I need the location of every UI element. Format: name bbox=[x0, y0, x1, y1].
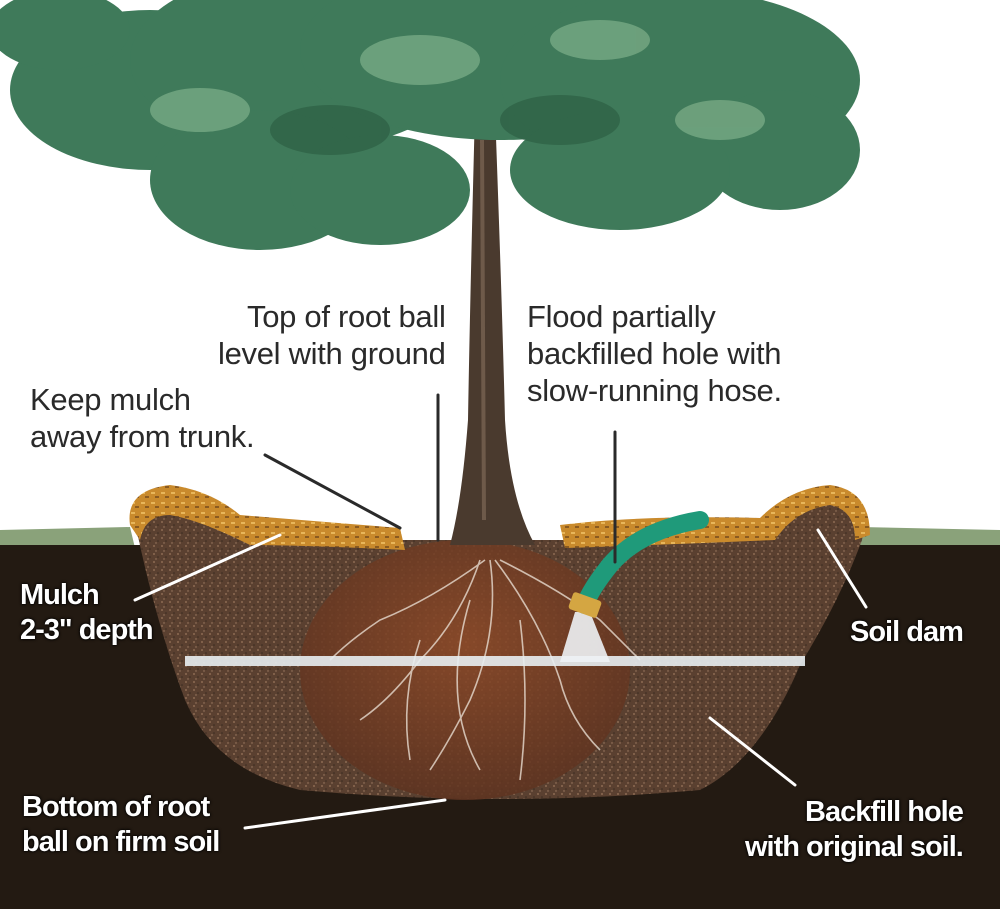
water-line bbox=[185, 656, 805, 666]
label-bottom-root-ball: Bottom of root ball on firm soil bbox=[22, 791, 220, 858]
label-flood: Flood partially backfilled hole with slo… bbox=[527, 299, 782, 409]
label-backfill: Backfill hole with original soil. bbox=[745, 796, 964, 863]
leader-keep-mulch bbox=[263, 453, 402, 530]
root-ball bbox=[300, 540, 630, 800]
leader-mulch-depth bbox=[133, 533, 282, 602]
label-soil-dam: Soil dam bbox=[850, 616, 964, 648]
hose-nozzle bbox=[568, 592, 602, 618]
water-stream bbox=[560, 612, 610, 662]
label-keep-mulch: Keep mulch away from trunk. bbox=[30, 382, 255, 455]
leader-bottom-root bbox=[243, 798, 447, 830]
label-mulch-depth: Mulch 2-3" depth bbox=[20, 579, 154, 646]
trunk bbox=[450, 110, 535, 545]
grass-left bbox=[0, 527, 135, 550]
mulch-left bbox=[129, 485, 405, 550]
leader-backfill bbox=[708, 716, 797, 787]
leader-soil-dam bbox=[816, 528, 868, 609]
label-root-ball-top: Top of root ball level with ground bbox=[218, 299, 446, 372]
grass-right bbox=[860, 527, 1000, 550]
hose bbox=[576, 511, 709, 614]
